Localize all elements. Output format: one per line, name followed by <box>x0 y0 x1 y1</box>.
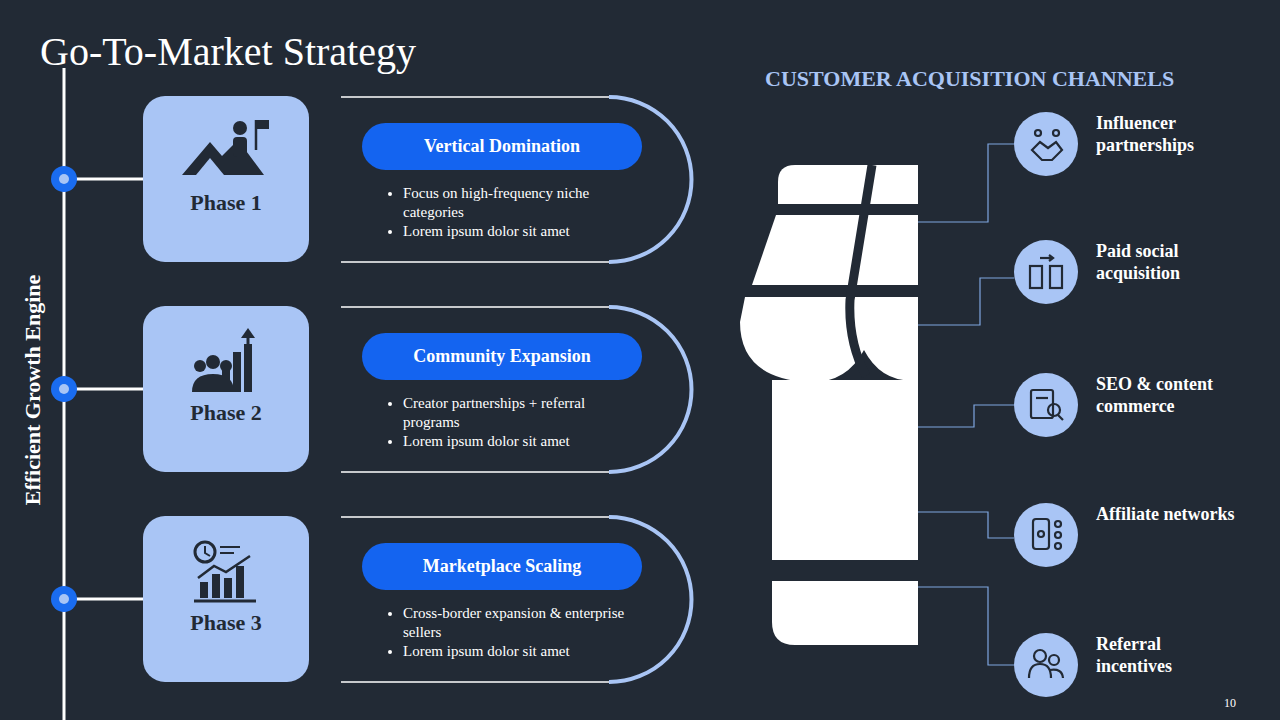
timeline-tick <box>64 178 143 181</box>
bullet-item: Cross-border expansion & enterprise sell… <box>403 604 643 642</box>
timeline-dot <box>51 586 77 612</box>
storefront-illustration <box>740 165 918 645</box>
awning-top <box>778 165 918 204</box>
axis-label: Efficient Growth Engine <box>20 275 46 506</box>
leader-lines <box>918 144 1014 665</box>
bracket-top-line <box>341 96 609 98</box>
channel-circle-shape <box>1014 112 1080 178</box>
channel-circle-fill <box>1014 503 1078 567</box>
timeline-tick <box>64 598 143 601</box>
leader-line <box>918 144 1014 222</box>
phase-label: Phase 1 <box>143 190 309 216</box>
bracket-top-line <box>341 516 609 518</box>
timeline-dot <box>51 166 77 192</box>
bracket-arc <box>609 97 692 262</box>
phase-heading-pill: Community Expansion <box>362 333 642 380</box>
slide-title: Go-To-Market Strategy <box>40 28 416 75</box>
channel-circle: Influencer partnerships <box>1014 112 1254 176</box>
channel-label: Influencer partnerships <box>1096 112 1236 156</box>
bracket-arc <box>609 517 692 682</box>
bullet-list: Creator partnerships + referral programs… <box>381 394 643 451</box>
phase-label: Phase 3 <box>143 610 309 636</box>
storefront-base <box>772 581 918 645</box>
channel-circle: Paid social acquisition <box>1014 240 1254 304</box>
timeline-dot-core <box>59 384 69 394</box>
bullet-list: Cross-border expansion & enterprise sell… <box>381 604 643 661</box>
awning-gap <box>850 165 872 376</box>
timeline-tick <box>64 388 143 391</box>
storefront-column <box>772 380 918 560</box>
timeline-dot-core <box>59 174 69 184</box>
channel-label: Affiliate networks <box>1096 503 1236 525</box>
bullet-list: Focus on high-frequency niche categories… <box>381 184 643 241</box>
channel-circle-fill <box>1014 112 1078 176</box>
bracket-bottom-line <box>341 261 609 263</box>
phase-heading-pill: Vertical Domination <box>362 123 642 170</box>
phase-detail-band: Creator partnerships + referral programs… <box>341 306 701 473</box>
bullet-item: Lorem ipsum dolor sit amet <box>403 642 643 661</box>
timeline <box>51 68 143 720</box>
phase-heading-pill: Marketplace Scaling <box>362 543 642 590</box>
bullet-item: Creator partnerships + referral programs <box>403 394 643 432</box>
phase-detail-band: Cross-border expansion & enterprise sell… <box>341 516 701 683</box>
leader-line <box>918 587 1014 665</box>
leader-line <box>918 405 1014 427</box>
timeline-dot-core <box>59 594 69 604</box>
page-number: 10 <box>1224 696 1236 711</box>
phase-detail-band: Focus on high-frequency niche categories… <box>341 96 701 263</box>
channel-circle-fill <box>1014 240 1078 304</box>
channel-circle-shape <box>1014 503 1080 569</box>
channel-label: SEO & content commerce <box>1096 373 1236 417</box>
phase-box: Phase 1 <box>143 96 309 262</box>
channel-circle-shape <box>1014 633 1080 699</box>
bullet-item: Lorem ipsum dolor sit amet <box>403 432 643 451</box>
channel-label: Paid social acquisition <box>1096 240 1236 284</box>
channel-circle-fill <box>1014 633 1078 697</box>
leader-line <box>918 278 1014 325</box>
phase-box: Phase 3 <box>143 516 309 682</box>
bullet-item: Focus on high-frequency niche categories <box>403 184 643 222</box>
leader-line <box>918 512 1014 538</box>
bracket-bottom-line <box>341 471 609 473</box>
channel-label: Referral incentives <box>1096 633 1236 677</box>
channel-circle: Referral incentives <box>1014 633 1254 697</box>
channel-circle-shape <box>1014 373 1080 439</box>
bracket-top-line <box>341 306 609 308</box>
channel-circle: SEO & content commerce <box>1014 373 1254 437</box>
pill-heading: Community Expansion <box>413 346 591 367</box>
timeline-axis <box>63 68 66 720</box>
bullet-item: Lorem ipsum dolor sit amet <box>403 222 643 241</box>
pill-heading: Vertical Domination <box>424 136 580 157</box>
bracket-bottom-line <box>341 681 609 683</box>
bracket-arc <box>609 307 692 472</box>
phase-box: Phase 2 <box>143 306 309 472</box>
timeline-dot <box>51 376 77 402</box>
section-heading: CUSTOMER ACQUISITION CHANNELS <box>765 66 1174 92</box>
phase-label: Phase 2 <box>143 400 309 426</box>
channel-circle: Affiliate networks <box>1014 503 1254 567</box>
channel-circle-shape <box>1014 240 1080 306</box>
channel-circle-fill <box>1014 373 1078 437</box>
pill-heading: Marketplace Scaling <box>423 556 581 577</box>
awning-scallop <box>740 297 918 382</box>
awning-middle <box>752 215 918 285</box>
